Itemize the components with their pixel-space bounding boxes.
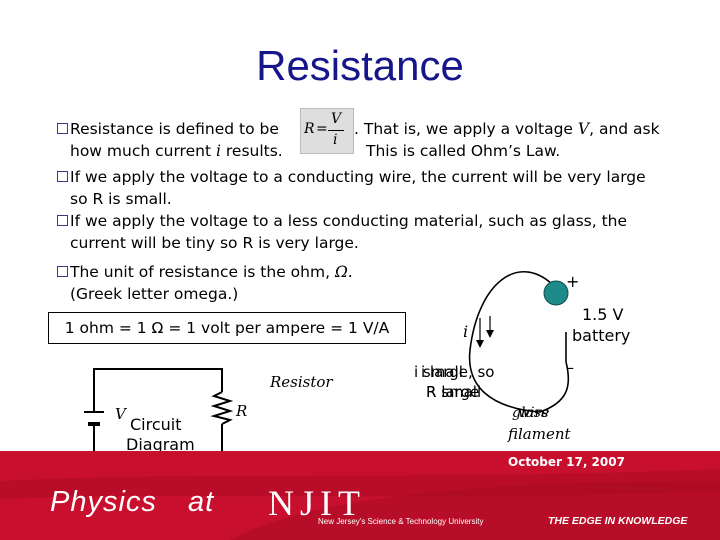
slide-title: Resistance: [256, 42, 464, 89]
slide-date: October 17, 2007: [508, 455, 625, 469]
voltage-variable: V: [577, 120, 590, 138]
bullet-1-marker: [57, 123, 68, 134]
battery-minus-label: –: [566, 358, 574, 377]
njit-tagline: New Jersey's Science & Technology Univer…: [318, 517, 484, 526]
bullet-1-line-1-right: . That is, we apply a voltage V, and ask: [354, 120, 660, 138]
r-large-label: R large: [426, 383, 480, 401]
formula-lhs: R: [304, 121, 315, 137]
battery-name-label: battery: [572, 326, 631, 345]
bullet-1-line-2-left: how much current i results.: [70, 142, 283, 160]
bullet-4-line-1: The unit of resistance is the ohm, Ω.: [70, 263, 353, 281]
battery-plus-label: +: [566, 272, 580, 291]
voltage-symbol-label: V: [115, 405, 126, 423]
resistance-symbol-label: R: [236, 402, 248, 420]
circuit-diagram-title-line-2: Diagram: [126, 435, 195, 454]
r-small-label: R small: [426, 383, 482, 401]
glass-label: glass: [512, 405, 549, 421]
circuit-diagram-title-line-1: Circuit: [130, 415, 182, 434]
formula-denominator: i: [333, 132, 338, 148]
bullet-3-line-2: current will be tiny so R is very large.: [70, 234, 359, 252]
bullet-2-marker: [57, 171, 68, 182]
battery-cell-icon: [543, 280, 569, 306]
filament-label: filament: [508, 425, 571, 443]
battery-voltage-label: 1.5 V: [582, 305, 624, 324]
resistance-formula: R = V i: [300, 108, 354, 154]
footer-banner: [0, 451, 720, 540]
bullet-1-line-1-left: Resistance is defined to be: [70, 120, 279, 138]
filament-wire: [468, 270, 570, 413]
resistor-label: Resistor: [270, 373, 333, 391]
bullet-4-marker: [57, 266, 68, 277]
i-large-label: i large, so: [421, 363, 495, 381]
current-label: i: [463, 322, 469, 341]
footer-swoosh: [0, 469, 720, 540]
current-arrow-2-head: [486, 330, 494, 338]
bullet-3-marker: [57, 215, 68, 226]
edge-in-knowledge-slogan: THE EDGE IN KNOWLEDGE: [548, 515, 688, 527]
bullet-3-line-1: If we apply the voltage to a less conduc…: [70, 212, 628, 230]
i-small-label: i small: [414, 363, 463, 381]
njit-logo: NJIT: [268, 483, 366, 523]
current-arrow-1-head: [476, 340, 484, 348]
omega-symbol: Ω.: [334, 263, 353, 281]
bullet-1-line-2-right: This is called Ohm’s Law.: [366, 142, 561, 160]
formula-equals: =: [316, 121, 328, 137]
resistor-zigzag: [210, 391, 234, 425]
current-variable: i: [215, 142, 221, 160]
wire-label: wire: [518, 405, 550, 421]
bullet-2-line-2: so R is small.: [70, 190, 172, 208]
ohm-definition-box: 1 ohm = 1 Ω = 1 volt per ampere = 1 V/A: [48, 312, 406, 344]
brand-physics-logo: Physics at: [50, 486, 215, 518]
bullet-4-line-2: (Greek letter omega.): [70, 285, 239, 303]
circuit-top-wire: [93, 368, 223, 412]
formula-numerator: V: [331, 111, 342, 127]
bullet-2-line-1: If we apply the voltage to a conducting …: [70, 168, 646, 186]
formula-fraction-bar: [328, 130, 344, 131]
